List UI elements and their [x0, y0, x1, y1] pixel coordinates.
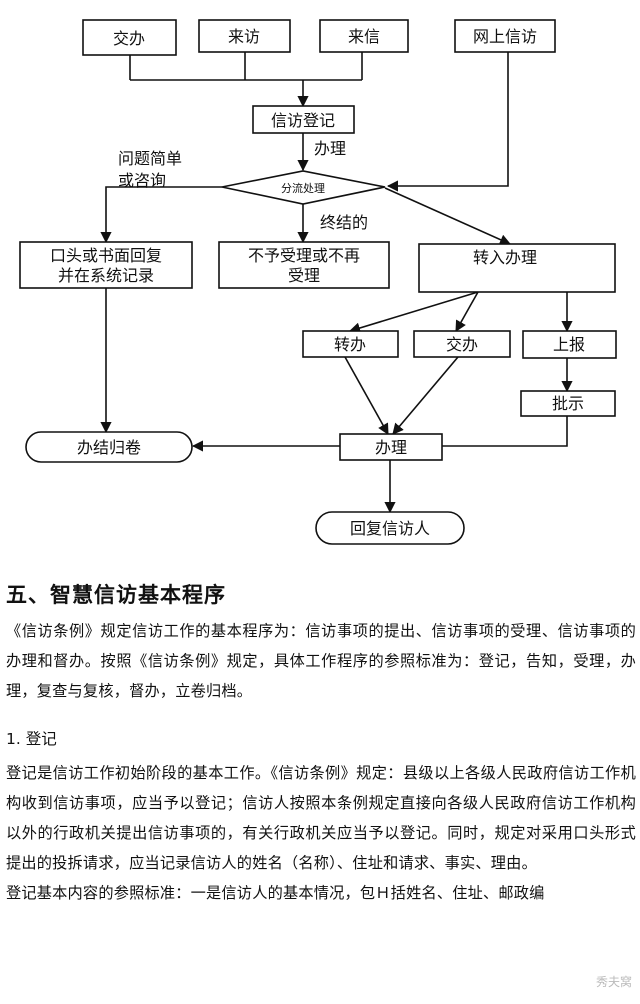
svg-text:来访: 来访 — [228, 27, 260, 46]
svg-text:网上信访: 网上信访 — [473, 27, 537, 46]
svg-text:交办: 交办 — [113, 29, 145, 48]
svg-text:转办: 转办 — [334, 335, 366, 354]
svg-text:口头或书面回复: 口头或书面回复 — [50, 246, 162, 265]
watermark: 秀夫窝 — [595, 975, 632, 989]
box-jiaoban-top: 交办 — [82, 19, 177, 56]
paragraph-basic-procedure: 《信访条例》规定信访工作的基本程序为：信访事项的提出、信访事项的受理、信访事项的… — [6, 622, 636, 700]
diamond-fenliu-chuli: 分流处理 — [221, 170, 386, 205]
flowchart-connectors — [100, 52, 573, 514]
svg-text:受理: 受理 — [288, 266, 320, 285]
box-laifang: 来访 — [198, 19, 291, 53]
box-buyu-shouli: 不予受理或不再 受理 — [218, 241, 390, 289]
svg-text:交办: 交办 — [446, 335, 478, 354]
svg-text:信访登记: 信访登记 — [271, 111, 335, 130]
petition-flowchart: 交办 来访 来信 网上信访 信访登记 办理 分流处理 问题简单 或咨询 终结的 … — [19, 19, 617, 545]
box-zhuanru-banli: 转入办理 — [418, 243, 616, 293]
svg-text:办理: 办理 — [375, 438, 407, 457]
svg-text:转入办理: 转入办理 — [473, 248, 537, 267]
subheading-dengji: 1. 登记 — [6, 730, 57, 748]
document-body: 五、智慧信访基本程序 《信访条例》规定信访工作的基本程序为：信访事项的提出、信访… — [6, 580, 636, 908]
svg-text:回复信访人: 回复信访人 — [350, 519, 430, 538]
label-wenti-jiandan-line2: 或咨询 — [118, 171, 166, 190]
svg-text:不予受理或不再: 不予受理或不再 — [248, 246, 360, 265]
svg-text:分流处理: 分流处理 — [281, 181, 325, 195]
terminator-banjie-guijuan: 办结归卷 — [25, 431, 193, 463]
svg-text:上报: 上报 — [553, 335, 585, 354]
paragraph-dengji: 登记是信访工作初始阶段的基本工作。《信访条例》规定：县级以上各级人民政府信访工作… — [6, 764, 636, 872]
box-koutou-huifu: 口头或书面回复 并在系统记录 — [19, 241, 193, 289]
svg-text:并在系统记录: 并在系统记录 — [58, 266, 154, 285]
box-pishi: 批示 — [520, 390, 616, 417]
svg-text:批示: 批示 — [552, 394, 584, 413]
section-heading: 五、智慧信访基本程序 — [6, 583, 226, 607]
svg-text:来信: 来信 — [348, 27, 380, 46]
box-wangshang-xinfang: 网上信访 — [454, 19, 556, 53]
paragraph-dengji-standard: 登记基本内容的参照标准：一是信访人的基本情况，包Ｈ括姓名、住址、邮政编 — [6, 884, 545, 902]
box-laixin: 来信 — [319, 19, 409, 53]
label-banli: 办理 — [314, 139, 346, 158]
box-jiaoban: 交办 — [413, 330, 511, 358]
box-banli: 办理 — [339, 433, 443, 461]
svg-text:办结归卷: 办结归卷 — [77, 438, 141, 457]
label-zhongjie: 终结的 — [320, 213, 368, 232]
terminator-huifu-xinfangren: 回复信访人 — [315, 511, 465, 545]
box-zhuanban: 转办 — [302, 330, 399, 358]
box-shangbao: 上报 — [522, 330, 617, 359]
label-wenti-jiandan-line1: 问题简单 — [118, 149, 182, 168]
box-xinfang-dengji: 信访登记 — [252, 105, 355, 134]
